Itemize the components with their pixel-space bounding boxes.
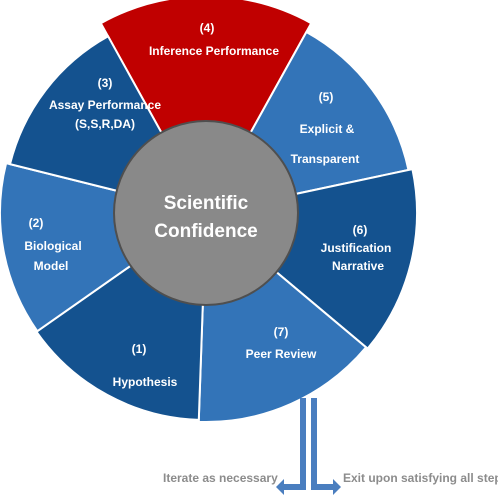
segment-hypothesis-label-1: (1) bbox=[132, 342, 147, 356]
segment-label-layer: (4) Inference Performance (5) Explicit & Tra… bbox=[24, 21, 391, 389]
segment-peer-review-label-2: Peer Review bbox=[246, 347, 317, 361]
segment-biological-model-label-1: (2) bbox=[29, 216, 44, 230]
segment-assay-performance-label-3: (S,S,R,DA) bbox=[75, 117, 135, 131]
center-circle bbox=[113, 120, 299, 306]
center-line-2: Confidence bbox=[154, 221, 257, 242]
exit-arrows bbox=[276, 398, 341, 495]
exit-caption: Exit upon satisfying all steps bbox=[343, 471, 498, 485]
center-hub: Scientific Confidence bbox=[113, 120, 299, 306]
segment-assay-performance-label-2: Assay Performance bbox=[49, 98, 161, 112]
iterate-arrow-icon bbox=[276, 398, 306, 495]
segment-inference-performance-label-1: (4) bbox=[200, 21, 215, 35]
segment-inference-performance bbox=[99, 0, 313, 216]
segment-biological-model-label-3: Model bbox=[34, 259, 69, 273]
segment-biological-model-label-2: Biological bbox=[24, 239, 81, 253]
iterate-caption: Iterate as necessary bbox=[163, 471, 278, 485]
center-line-1: Scientific bbox=[164, 193, 249, 214]
segment-inference-performance-label-2: Inference Performance bbox=[149, 44, 279, 58]
segment-explicit-transparent-label-1: (5) bbox=[319, 90, 334, 104]
segment-explicit-transparent-label-3: Transparent bbox=[291, 152, 360, 166]
segment-peer-review-label-1: (7) bbox=[274, 325, 289, 339]
segment-explicit-transparent-label-2: Explicit & bbox=[300, 122, 355, 136]
exit-arrow-icon bbox=[311, 398, 341, 495]
segment-justification-narrative-label-1: (6) bbox=[353, 223, 368, 237]
segment-hypothesis-label-2: Hypothesis bbox=[113, 375, 178, 389]
segment-justification-narrative-label-3: Narrative bbox=[332, 259, 384, 273]
segment-justification-narrative-label-2: Justification bbox=[321, 241, 392, 255]
segment-assay-performance-label-1: (3) bbox=[98, 76, 113, 90]
